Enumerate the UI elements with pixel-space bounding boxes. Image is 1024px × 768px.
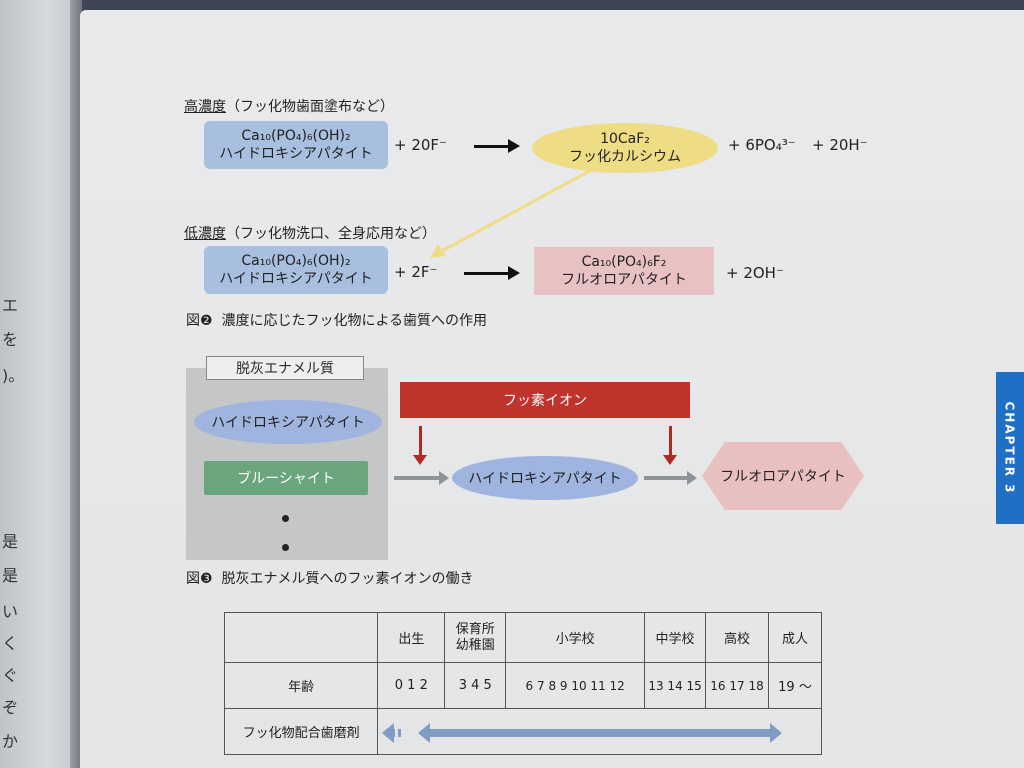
brushite-box: ブルーシャイト [204, 461, 368, 495]
high-label-underlined: 高濃度 [184, 99, 226, 115]
row-label: フッ化物配合歯磨剤 [223, 708, 379, 755]
left-page-char: 是 [2, 532, 19, 551]
figure3-caption: 図❸ 脱灰エナメル質へのフッ素イオンの働き [186, 568, 473, 588]
caption-text: 濃度に応じたフッ化物による歯質への作用 [221, 313, 488, 329]
formula: 10CaF₂ [600, 131, 650, 147]
low-reagent: + 2F⁻ [394, 263, 438, 281]
grey-arrow [394, 471, 449, 485]
high-concentration-label: 高濃度（フッ化物歯面塗布など） [184, 96, 394, 116]
low-label-underlined: 低濃度 [184, 226, 226, 242]
header-cell: 成人 [767, 612, 823, 663]
compound-name: フッ化カルシウム [569, 149, 681, 165]
high-reagent: + 20F⁻ [394, 136, 447, 154]
age-cell: 13 14 15 [644, 662, 707, 709]
hydroxyapatite-center-ellipse: ハイドロキシアパタイト [452, 456, 638, 500]
caption-text: 脱灰エナメル質へのフッ素イオンの働き [221, 571, 474, 587]
age-table: 出生 保育所 幼稚園 小学校 中学校 高校 成人 年齢 0 1 2 3 4 5 … [223, 612, 823, 755]
figure-number: 図❸ [186, 571, 213, 587]
high-reaction-arrow [474, 139, 520, 153]
low-concentration-label: 低濃度（フッ化物洗口、全身応用など） [184, 223, 436, 243]
fluoride-ion-bar: フッ素イオン [400, 382, 690, 418]
header-cell: 中学校 [644, 612, 707, 663]
toothpaste-usage-arrow [381, 722, 782, 743]
low-reactant-box: Ca₁₀(PO₄)₆(OH)₂ ハイドロキシアパタイト [204, 246, 388, 294]
book-spine [70, 0, 82, 768]
red-down-arrow [663, 426, 677, 465]
left-page-char: )。 [2, 366, 25, 385]
usage-span-cell [377, 708, 822, 755]
panel-title: 脱灰エナメル質 [206, 356, 364, 380]
fluorapatite-hexagon: フルオロアパタイト [702, 442, 864, 510]
red-down-arrow [413, 426, 427, 465]
header-cell: 保育所 幼稚園 [444, 612, 507, 663]
hydroxyapatite-ellipse: ハイドロキシアパタイト [194, 400, 382, 444]
formula: Ca₁₀(PO₄)₆F₂ [581, 254, 667, 270]
left-page-char: ぐ [2, 666, 19, 685]
high-byproduct-1: + 6PO₄³⁻ [728, 136, 796, 154]
left-page-char: 是 [2, 566, 19, 585]
chapter-tab[interactable]: CHAPTER 3 [996, 372, 1024, 524]
age-row: 年齢 0 1 2 3 4 5 6 7 8 9 10 11 12 13 14 15… [223, 662, 823, 709]
age-cell: 16 17 18 [705, 662, 769, 709]
toothpaste-row: フッ化物配合歯磨剤 [223, 708, 822, 755]
high-reactant-box: Ca₁₀(PO₄)₆(OH)₂ ハイドロキシアパタイト [204, 121, 388, 169]
age-label: 年齢 [223, 662, 379, 709]
formula: Ca₁₀(PO₄)₆(OH)₂ [241, 253, 351, 269]
figure-number: 図❷ [186, 313, 213, 329]
chapter-tab-label: CHAPTER 3 [1003, 401, 1017, 495]
figure2-caption: 図❷ 濃度に応じたフッ化物による歯質への作用 [186, 310, 487, 330]
low-label-rest: （フッ化物洗口、全身応用など） [226, 226, 436, 242]
left-page-char: か [2, 732, 19, 751]
low-byproduct: + 2OH⁻ [726, 264, 784, 282]
header-cell: 出生 [377, 612, 446, 663]
header-cell [223, 612, 379, 663]
age-cell: 19 〜 [767, 662, 823, 709]
right-page: 高濃度（フッ化物歯面塗布など） Ca₁₀(PO₄)₆(OH)₂ ハイドロキシアパ… [80, 10, 1024, 768]
high-label-rest: （フッ化物歯面塗布など） [226, 99, 394, 115]
left-page-char: を [2, 330, 19, 349]
compound-name: ハイドロキシアパタイト [219, 146, 373, 162]
left-page-char: い [2, 602, 19, 621]
left-page-char: く [2, 634, 19, 653]
yellow-conversion-arrow [430, 166, 596, 258]
age-cell: 0 1 2 [377, 662, 446, 709]
compound-name: ハイドロキシアパタイト [219, 271, 373, 287]
left-page-char: ぞ [2, 698, 19, 717]
ellipsis-dot [282, 515, 289, 522]
header-cell: 高校 [705, 612, 769, 663]
high-byproduct-2: + 20H⁻ [812, 136, 868, 154]
formula: Ca₁₀(PO₄)₆(OH)₂ [241, 128, 351, 144]
header-cell: 小学校 [505, 612, 646, 663]
age-cell: 6 7 8 9 10 11 12 [505, 662, 646, 709]
left-page-char: エ [2, 296, 19, 315]
left-page: エ を )。 是 是 い く ぐ ぞ か [0, 0, 78, 768]
table-header-row: 出生 保育所 幼稚園 小学校 中学校 高校 成人 [223, 612, 823, 663]
high-product-ellipse: 10CaF₂ フッ化カルシウム [532, 123, 718, 173]
age-cell: 3 4 5 [444, 662, 507, 709]
compound-name: フルオロアパタイト [561, 272, 687, 288]
ellipsis-dot [282, 544, 289, 551]
low-product-box: Ca₁₀(PO₄)₆F₂ フルオロアパタイト [534, 247, 714, 295]
grey-arrow [644, 471, 697, 485]
low-reaction-arrow [464, 266, 520, 280]
